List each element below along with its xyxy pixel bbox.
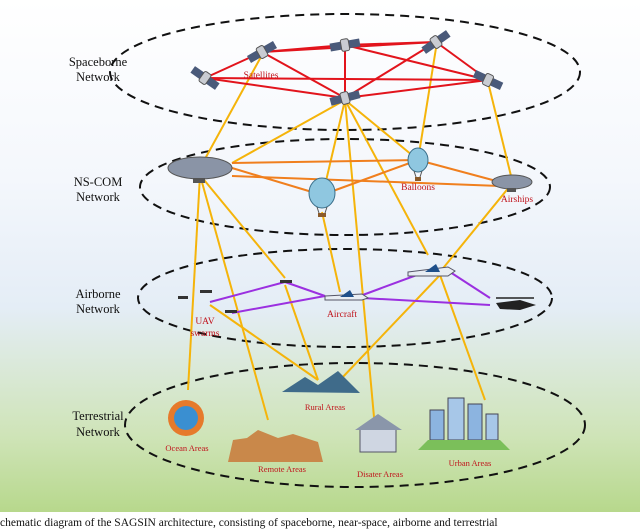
disaster-building <box>355 414 402 453</box>
satellite <box>472 70 504 90</box>
satellite <box>329 38 361 52</box>
link <box>344 99 419 161</box>
link <box>204 77 489 81</box>
link <box>199 174 269 421</box>
desert-landscape <box>228 430 323 462</box>
satellite <box>190 66 220 90</box>
link <box>361 297 491 306</box>
link <box>439 274 486 401</box>
link <box>231 159 419 164</box>
airborne-label-line1: Airborne <box>75 287 121 301</box>
airship <box>491 174 533 192</box>
link <box>284 284 319 381</box>
aircraft <box>324 290 370 301</box>
balloon <box>308 177 336 217</box>
link <box>231 295 326 314</box>
spaceborne-links <box>204 41 489 99</box>
remote-areas-label: Remote Areas <box>258 464 306 474</box>
satellites-label: Satellites <box>244 71 279 81</box>
aircraft <box>407 264 456 277</box>
link <box>321 159 419 196</box>
link <box>209 304 319 381</box>
satellite <box>421 30 451 54</box>
link <box>417 159 501 183</box>
figure-caption: chematic diagram of the SAGSIN architect… <box>0 517 498 529</box>
link <box>231 167 323 196</box>
spaceborne-label-line2: Network <box>76 70 120 84</box>
airborne-label-line2: Network <box>76 302 120 316</box>
ocean-areas-label: Ocean Areas <box>165 443 208 453</box>
urban-areas-label: Urban Areas <box>449 458 492 468</box>
airship <box>167 156 233 183</box>
link <box>321 211 341 293</box>
terrestrial-label-line2: Network <box>76 425 120 439</box>
link <box>344 99 376 429</box>
ocean-globe <box>168 400 204 436</box>
nscom-label-line1: NS-COM <box>74 175 123 189</box>
spaceborne-ellipse <box>109 13 581 131</box>
link <box>344 44 489 81</box>
satellite <box>247 41 277 63</box>
link <box>231 99 346 164</box>
link <box>439 185 511 273</box>
satellite <box>329 90 361 106</box>
link <box>199 174 286 279</box>
link <box>284 281 326 297</box>
uav-label-line2: swarms <box>190 329 219 339</box>
nscom-label-line2: Network <box>76 190 120 204</box>
link <box>344 99 429 256</box>
link <box>204 77 346 99</box>
spaceborne-label-line1: Spaceborne <box>69 55 128 69</box>
airships-label: Airships <box>501 195 534 205</box>
uav-label-line1: UAV <box>195 317 214 327</box>
link <box>344 41 437 99</box>
link <box>199 54 263 169</box>
link <box>449 271 491 299</box>
balloon <box>407 147 429 181</box>
urban-city <box>418 397 510 450</box>
link <box>344 79 489 99</box>
helicopter <box>496 297 536 310</box>
cross-layer-links <box>187 47 513 429</box>
background-gradient <box>0 0 640 512</box>
terrestrial-ellipse <box>124 362 586 488</box>
rural-areas-label: Rural Areas <box>305 402 345 412</box>
uav-drone <box>178 280 292 313</box>
aircraft-label: Aircraft <box>327 309 357 320</box>
nscom-links <box>231 159 501 196</box>
disaster-areas-label: Disater Areas <box>357 469 403 479</box>
link <box>231 175 501 187</box>
rural-mountains <box>282 371 360 393</box>
link <box>187 174 201 391</box>
link <box>487 81 513 181</box>
terrestrial-label-line1: Terrestrial <box>72 409 124 423</box>
balloons-label: Balloons <box>401 183 435 193</box>
link <box>209 281 286 303</box>
nscom-ellipse <box>139 138 551 236</box>
link <box>339 274 441 381</box>
airborne-ellipse <box>137 248 553 348</box>
link <box>261 51 346 99</box>
